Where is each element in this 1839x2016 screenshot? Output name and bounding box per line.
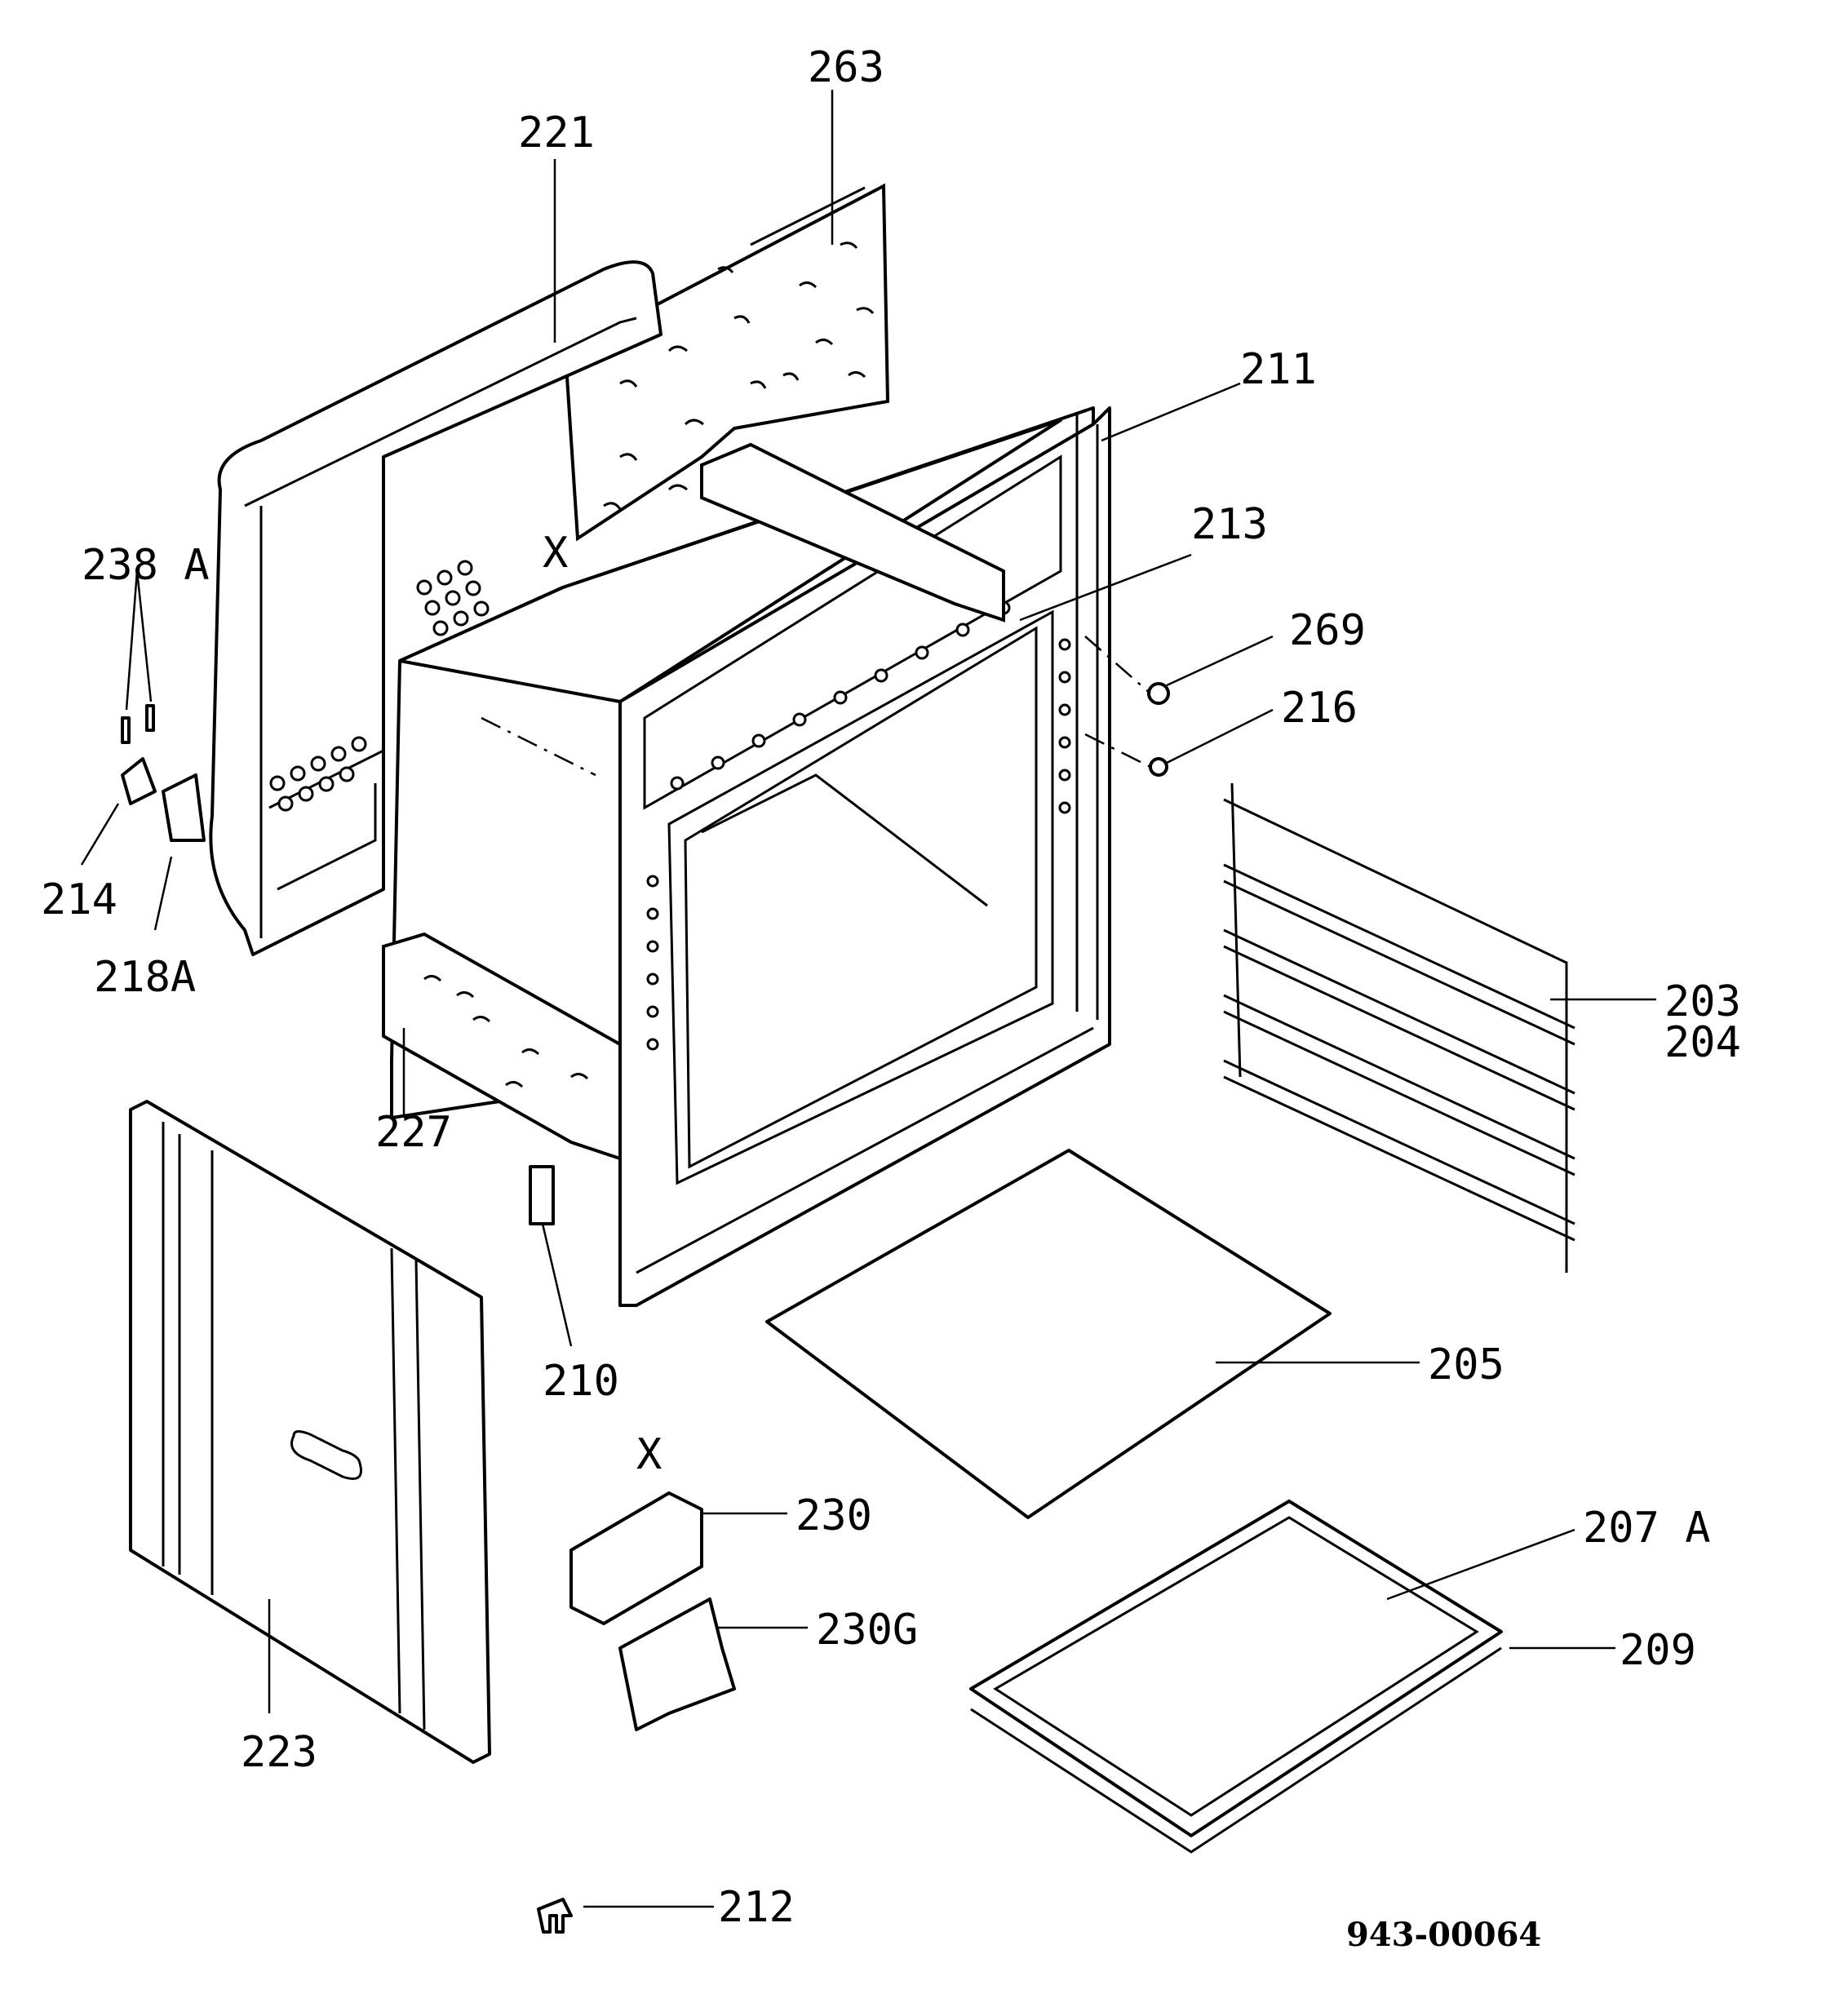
bracket-218a bbox=[162, 773, 206, 842]
label-230: 230 bbox=[795, 1491, 872, 1540]
label-209: 209 bbox=[1620, 1626, 1696, 1675]
diagram-reference-number: 943-00064 bbox=[1346, 1916, 1541, 1954]
side-insulation-227 bbox=[382, 932, 622, 1161]
label-221: 221 bbox=[518, 109, 595, 157]
label-x-top: X bbox=[543, 529, 568, 578]
clip-210 bbox=[529, 1165, 555, 1225]
label-x-bottom: X bbox=[636, 1430, 662, 1479]
label-269: 269 bbox=[1289, 606, 1366, 655]
label-214: 214 bbox=[41, 875, 117, 924]
vent-holes bbox=[269, 560, 490, 812]
oven-cavity-211 bbox=[390, 406, 1111, 1307]
screw-269 bbox=[1147, 682, 1170, 705]
hinge-214 bbox=[121, 757, 157, 805]
label-212: 212 bbox=[718, 1883, 795, 1932]
label-238a: 238 A bbox=[82, 541, 210, 590]
alignment-line bbox=[1084, 636, 1151, 694]
label-223: 223 bbox=[241, 1728, 317, 1777]
screw-216 bbox=[1149, 757, 1168, 777]
clip-212 bbox=[537, 1898, 573, 1934]
label-263: 263 bbox=[808, 43, 884, 92]
baking-tray-207a bbox=[969, 1500, 1503, 1854]
label-204: 204 bbox=[1664, 1018, 1741, 1067]
label-203: 203 bbox=[1664, 977, 1741, 1026]
shelf-runners-203-204 bbox=[1223, 782, 1575, 1273]
door-panel-223 bbox=[129, 1100, 491, 1764]
label-210: 210 bbox=[543, 1357, 619, 1406]
top-insulation-strip bbox=[700, 442, 1005, 623]
insulation-mat-263 bbox=[563, 183, 890, 542]
label-205: 205 bbox=[1428, 1340, 1504, 1389]
label-227: 227 bbox=[375, 1108, 452, 1157]
shelf-205 bbox=[765, 1149, 1332, 1519]
block-230 bbox=[569, 1491, 703, 1625]
bracket-230g bbox=[618, 1597, 736, 1731]
leader-lines bbox=[80, 90, 1656, 1908]
back-panel-221 bbox=[209, 260, 662, 956]
label-211: 211 bbox=[1240, 345, 1317, 394]
label-207a: 207 A bbox=[1583, 1504, 1711, 1553]
screws-238a bbox=[121, 704, 155, 744]
alignment-line bbox=[1084, 733, 1151, 769]
label-216: 216 bbox=[1281, 684, 1358, 733]
label-230g: 230G bbox=[816, 1606, 918, 1655]
label-218a: 218A bbox=[94, 953, 196, 1002]
label-213: 213 bbox=[1191, 500, 1268, 549]
